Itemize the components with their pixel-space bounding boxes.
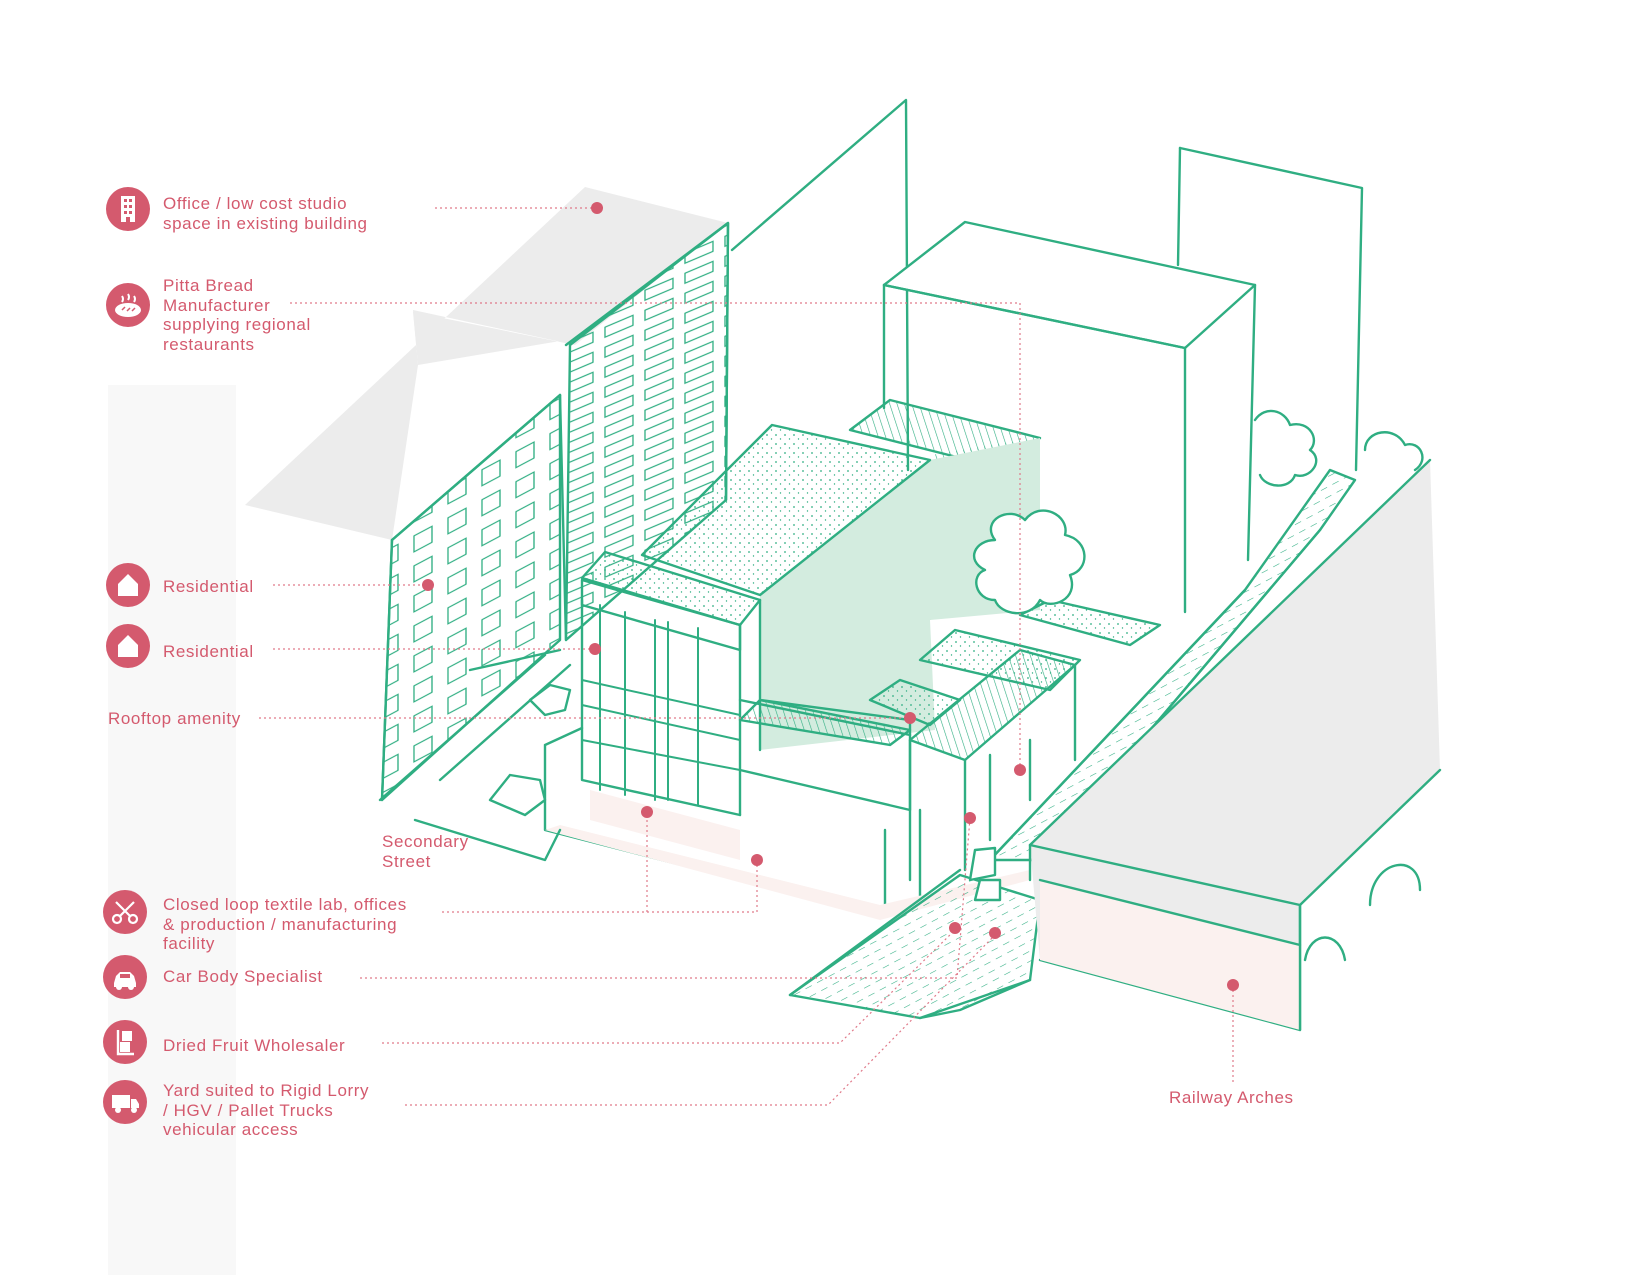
lorry-icon <box>103 1080 147 1124</box>
railway-arches-label: Railway Arches <box>1169 1088 1294 1107</box>
yard-label: Yard suited to Rigid Lorry / HGV / Palle… <box>163 1081 370 1139</box>
office-label: Office / low cost studio space in existi… <box>163 194 368 233</box>
textile-lab-label: Closed loop textile lab, offices & produ… <box>163 895 407 953</box>
car-body-label: Car Body Specialist <box>163 967 323 986</box>
office-building-icon <box>106 187 150 231</box>
house-icon <box>106 563 150 607</box>
scissors-icon <box>103 890 147 934</box>
residential-label-2: Residential <box>163 642 254 661</box>
house-icon <box>106 624 150 668</box>
pitta-bread-label: Pitta Bread Manufacturer supplying regio… <box>163 276 311 354</box>
rooftop-amenity-label: Rooftop amenity <box>108 709 241 728</box>
residential-label-1: Residential <box>163 577 254 596</box>
bread-icon <box>106 283 150 327</box>
hand-truck-icon <box>103 1020 147 1064</box>
dried-fruit-label: Dried Fruit Wholesaler <box>163 1036 346 1055</box>
secondary-street-label: Secondary Street <box>382 832 469 871</box>
car-icon <box>103 955 147 999</box>
